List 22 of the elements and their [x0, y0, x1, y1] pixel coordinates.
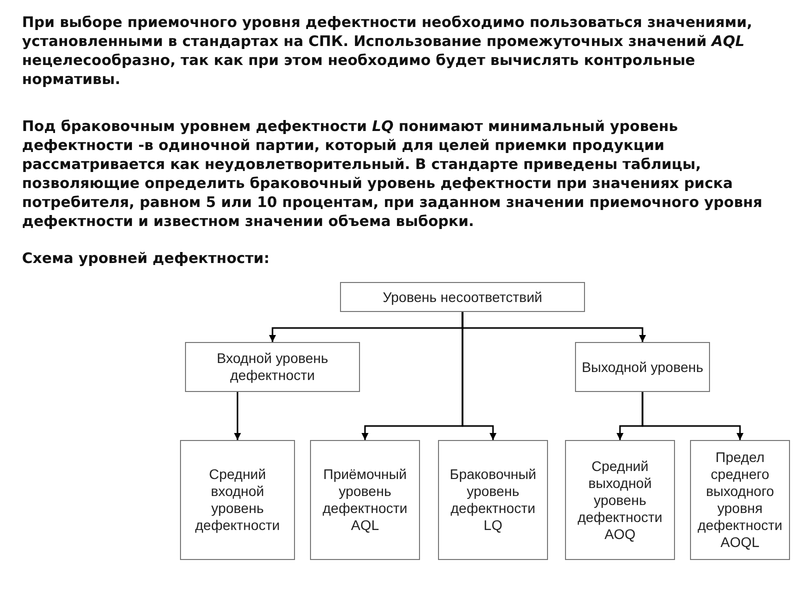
box — [180, 440, 295, 560]
arrow — [642, 392, 744, 440]
node-label: Входной уровень дефектности — [216, 349, 330, 385]
node-label: Приёмочный уровень дефектности AQL — [322, 465, 408, 535]
box — [438, 440, 548, 560]
box — [340, 282, 585, 312]
box — [185, 342, 360, 392]
node-label: Средний входной уровень дефектности — [194, 465, 281, 535]
paragraph: При выборе приемочного уровня дефектности необходимо пользоваться значениями, установленными в стандартах на СПК. Использование промежуточных значений AQL нецелесообразно, так как при этом необходимо будет вычислять контрольные нормативы. — [22, 14, 754, 90]
arrow — [234, 392, 241, 440]
node-label: Браковочный уровень дефектности LQ — [448, 465, 538, 535]
box — [310, 440, 420, 560]
node-label: Выходной уровень — [580, 358, 704, 377]
arrow — [462, 312, 496, 440]
box — [575, 342, 710, 392]
node-label: Средний выходной уровень дефектности AOQ — [576, 456, 664, 544]
box — [690, 440, 790, 560]
node-label: Предел среднего выходного уровня дефектности AOQL — [696, 448, 784, 552]
node-label: Уровень несоответствий — [382, 288, 544, 307]
box — [565, 440, 675, 560]
paragraph: Под браковочным уровнем дефектности LQ понимают минимальный уровень дефектности -в одиночной партии, который для целей приемки продукции рассматривается как неудовлетворительный. В стандарте приведены таблицы, позволяющие определить браковочный уровень дефектности при значениях риска потребителя, равном 5 или 10 процентам, при заданном значении приемочного уровня дефектности и известном значении объема выборки. — [22, 118, 764, 232]
paragraph: Схема уровней дефектности: — [22, 250, 270, 269]
